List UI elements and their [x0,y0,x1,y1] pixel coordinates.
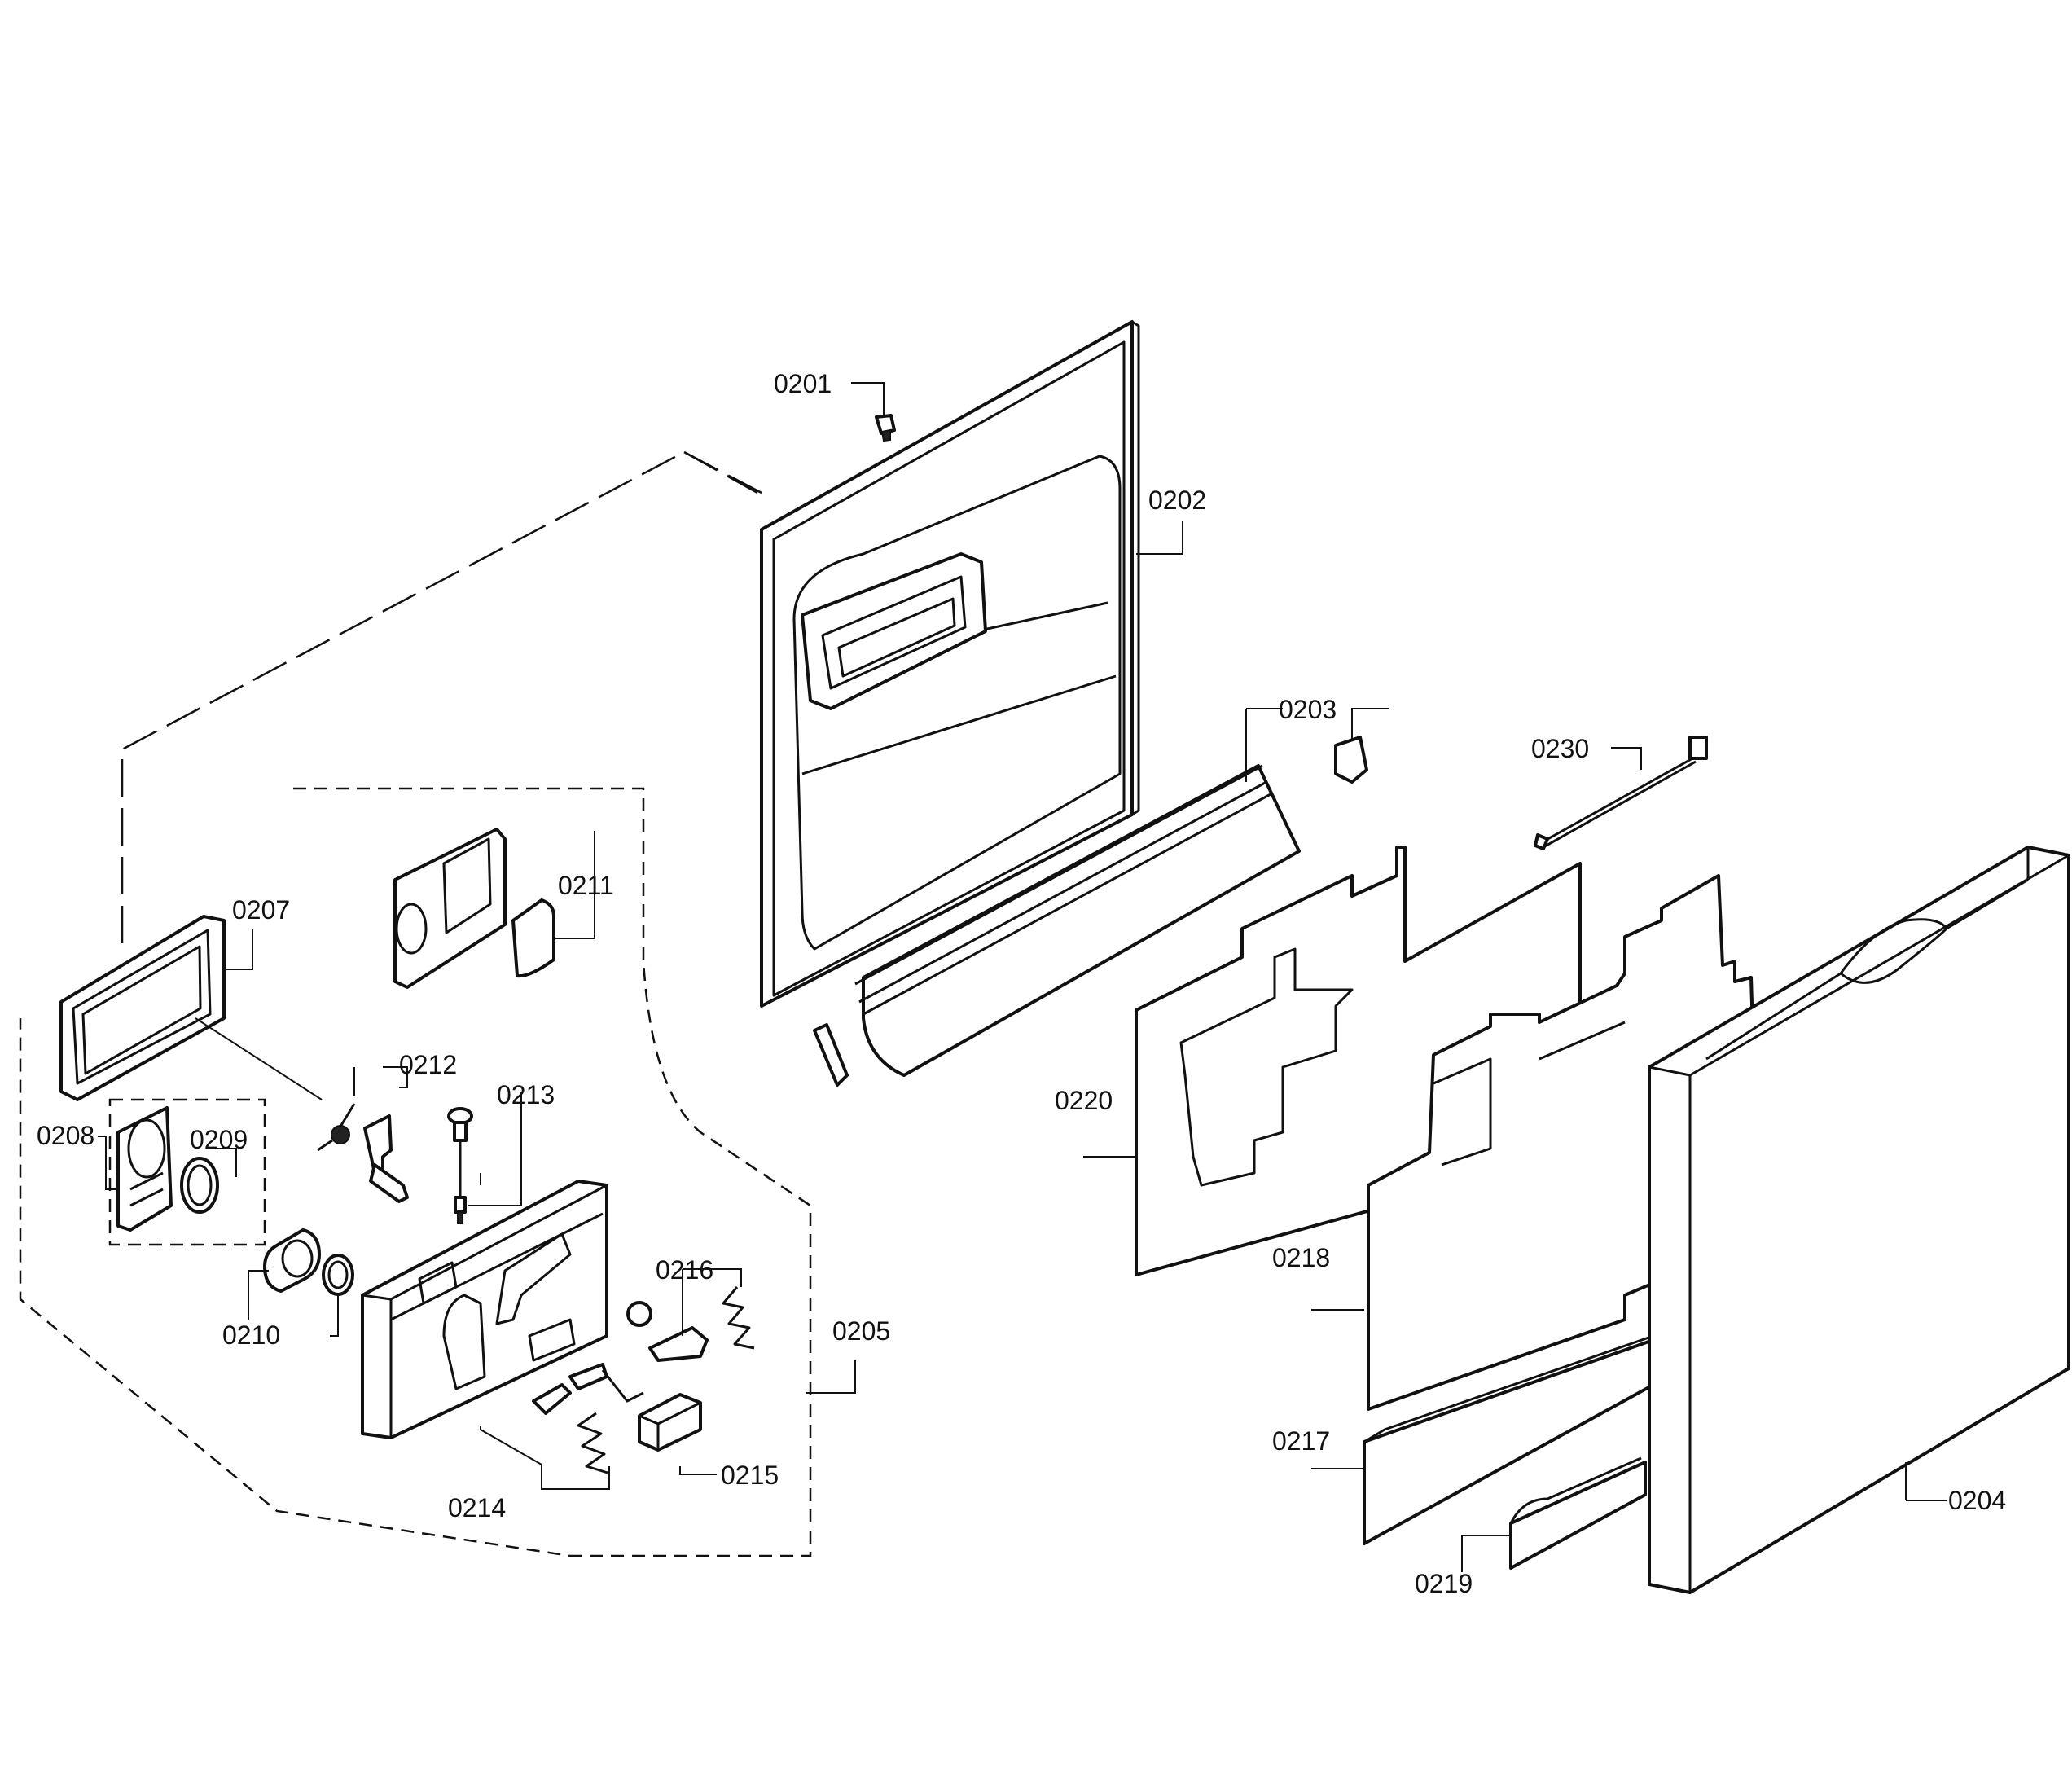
label-0218: 0218 [1272,1243,1330,1272]
detergent-dispenser-housing [361,1180,608,1439]
latch-lever [532,1363,644,1415]
assembly-boundary-outer [121,450,762,945]
label-0230: 0230 [1531,734,1589,763]
leader-lines [98,382,1947,1572]
label-0216: 0216 [656,1255,713,1285]
latch-spring-0214 [577,1412,608,1474]
label-0208: 0208 [37,1121,94,1150]
label-0211: 0211 [558,871,614,900]
label-0203: 0203 [1279,695,1337,724]
vent-seal-pad [511,898,555,978]
knob-o-ring [322,1254,354,1296]
vent-cover [393,828,507,989]
latch-spring-0216 [722,1286,755,1350]
label-0213: 0213 [497,1080,555,1109]
lid-seal-ring [180,1157,219,1214]
latch-ball [626,1301,652,1327]
screw [875,414,896,442]
label-0219: 0219 [1415,1569,1473,1598]
dispenser-gasket-frame [59,915,226,1101]
outer-door-panel [1648,846,2070,1594]
rinse-aid-knob [263,1228,321,1293]
label-0210: 0210 [222,1320,280,1350]
label-0207: 0207 [232,895,290,925]
cable-harness [1534,736,1708,850]
latch-slider [648,1326,709,1362]
label-0220: 0220 [1055,1086,1113,1115]
label-0202: 0202 [1148,485,1206,515]
door-latch-block [638,1393,702,1452]
door-rail-strip [813,736,1368,1087]
dispenser-lid [116,1106,173,1232]
dispenser-pin [447,1107,473,1224]
label-0209: 0209 [190,1125,248,1154]
label-0205: 0205 [832,1316,890,1346]
label-0217: 0217 [1272,1426,1330,1456]
label-0212: 0212 [399,1050,457,1079]
label-0204: 0204 [1948,1486,2006,1515]
label-0215: 0215 [721,1461,779,1490]
label-0214: 0214 [448,1493,506,1522]
label-0201: 0201 [774,369,832,398]
release-lever [363,1114,409,1203]
torsion-spring [317,1103,356,1152]
inner-door-panel [760,320,1140,1008]
handle-trim [1509,1456,1647,1570]
